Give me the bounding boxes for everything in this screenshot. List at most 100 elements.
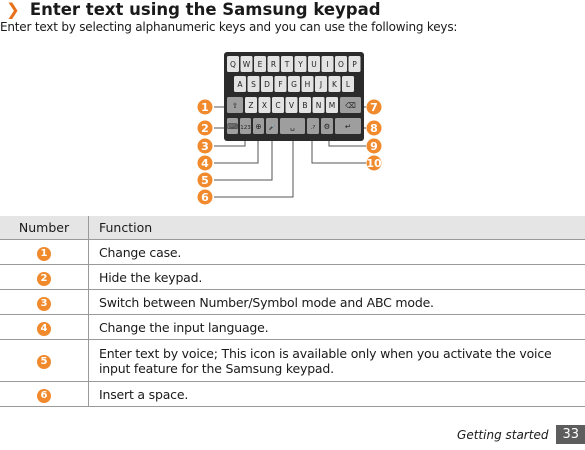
key: P: [349, 56, 361, 72]
header-number: Number: [0, 216, 89, 240]
svg-text:U: U: [311, 60, 317, 69]
row-number-cell: 5: [0, 340, 89, 382]
svg-text:4: 4: [201, 157, 209, 170]
callout-6: 6: [198, 190, 213, 205]
svg-text:⊕: ⊕: [255, 122, 261, 131]
svg-text:I: I: [326, 60, 328, 69]
key: O: [335, 56, 347, 72]
key: ⌫: [340, 97, 361, 113]
row-function-cell: Change the input language.: [89, 315, 585, 340]
svg-text:A: A: [237, 80, 243, 89]
svg-text:O: O: [338, 60, 344, 69]
key: S: [248, 76, 260, 92]
key: E: [254, 56, 266, 72]
row-number-cell: 4: [0, 315, 89, 340]
svg-text:⇧: ⇧: [232, 101, 238, 110]
key: F: [275, 76, 287, 92]
svg-text:⌨: ⌨: [227, 122, 238, 131]
svg-text:Y: Y: [297, 60, 303, 69]
svg-text:123: 123: [240, 125, 251, 131]
key: H: [302, 76, 314, 92]
svg-text:D: D: [264, 80, 270, 89]
svg-text:.?: .?: [311, 125, 316, 131]
svg-text:⌫: ⌫: [344, 101, 356, 110]
key: N: [313, 97, 325, 113]
svg-text:⚙: ⚙: [324, 122, 331, 131]
svg-text:P: P: [352, 60, 357, 69]
page-footer: Getting started 33: [457, 425, 585, 444]
callout-2: 2: [198, 121, 213, 136]
key: ⊕: [253, 118, 264, 134]
callout-9: 9: [367, 139, 382, 154]
row-function-cell: Insert a space.: [89, 382, 585, 407]
key: ␣: [280, 118, 305, 134]
svg-text:Z: Z: [248, 101, 253, 110]
key: I: [322, 56, 334, 72]
svg-text:F: F: [278, 80, 282, 89]
row-function-cell: Change case.: [89, 240, 585, 265]
key: ↵: [335, 118, 361, 134]
key: T: [281, 56, 293, 72]
number-badge: 5: [37, 355, 51, 369]
svg-text:V: V: [289, 101, 295, 110]
key: A: [234, 76, 246, 92]
key: Q: [227, 56, 239, 72]
svg-text:9: 9: [370, 140, 378, 153]
svg-text:G: G: [291, 80, 297, 89]
svg-text:E: E: [258, 60, 263, 69]
key: R: [268, 56, 280, 72]
key: ⇧: [227, 97, 243, 113]
callout-8: 8: [367, 121, 382, 136]
svg-text:N: N: [316, 101, 322, 110]
number-badge: 4: [37, 322, 51, 336]
table-row: 3 Switch between Number/Symbol mode and A…: [0, 290, 585, 315]
callout-4: 4: [198, 156, 213, 171]
key: ⌨: [227, 118, 238, 134]
svg-text:5: 5: [201, 174, 209, 187]
row-number-cell: 6: [0, 382, 89, 407]
page-number: 33: [556, 425, 585, 444]
svg-text:M: M: [329, 101, 335, 110]
svg-text:2: 2: [201, 122, 209, 135]
svg-text:W: W: [243, 60, 251, 69]
key: Y: [295, 56, 307, 72]
key: ⚙: [321, 118, 333, 134]
svg-text:␣: ␣: [290, 122, 295, 131]
row-function-cell: Hide the keypad.: [89, 265, 585, 290]
svg-text:Q: Q: [230, 60, 236, 69]
key: D: [261, 76, 273, 92]
key: U: [308, 56, 320, 72]
svg-text:S: S: [251, 80, 256, 89]
key: L: [342, 76, 354, 92]
key: M: [326, 97, 338, 113]
number-badge: 1: [37, 247, 51, 261]
callout-7: 7: [367, 100, 382, 115]
key: W: [241, 56, 253, 72]
svg-text:H: H: [305, 80, 311, 89]
number-badge: 3: [37, 297, 51, 311]
key: G: [288, 76, 300, 92]
svg-text:8: 8: [370, 122, 378, 135]
svg-text:X: X: [262, 101, 267, 110]
key: Z: [245, 97, 257, 113]
table-row: 1 Change case.: [0, 240, 585, 265]
svg-text:3: 3: [201, 140, 209, 153]
key: .?: [307, 118, 319, 134]
callout-5: 5: [198, 173, 213, 188]
key: J: [315, 76, 327, 92]
callout-1: 1: [198, 100, 213, 115]
key: K: [329, 76, 341, 92]
callout-10: 10: [366, 156, 382, 171]
svg-text:🎤: 🎤: [269, 123, 276, 131]
key: C: [272, 97, 284, 113]
svg-text:1: 1: [201, 101, 209, 114]
key: 123: [240, 118, 251, 134]
row-function-cell: Switch between Number/Symbol mode and AB…: [89, 290, 585, 315]
svg-text:T: T: [284, 60, 290, 69]
footer-section: Getting started: [457, 428, 548, 442]
row-number-cell: 3: [0, 290, 89, 315]
